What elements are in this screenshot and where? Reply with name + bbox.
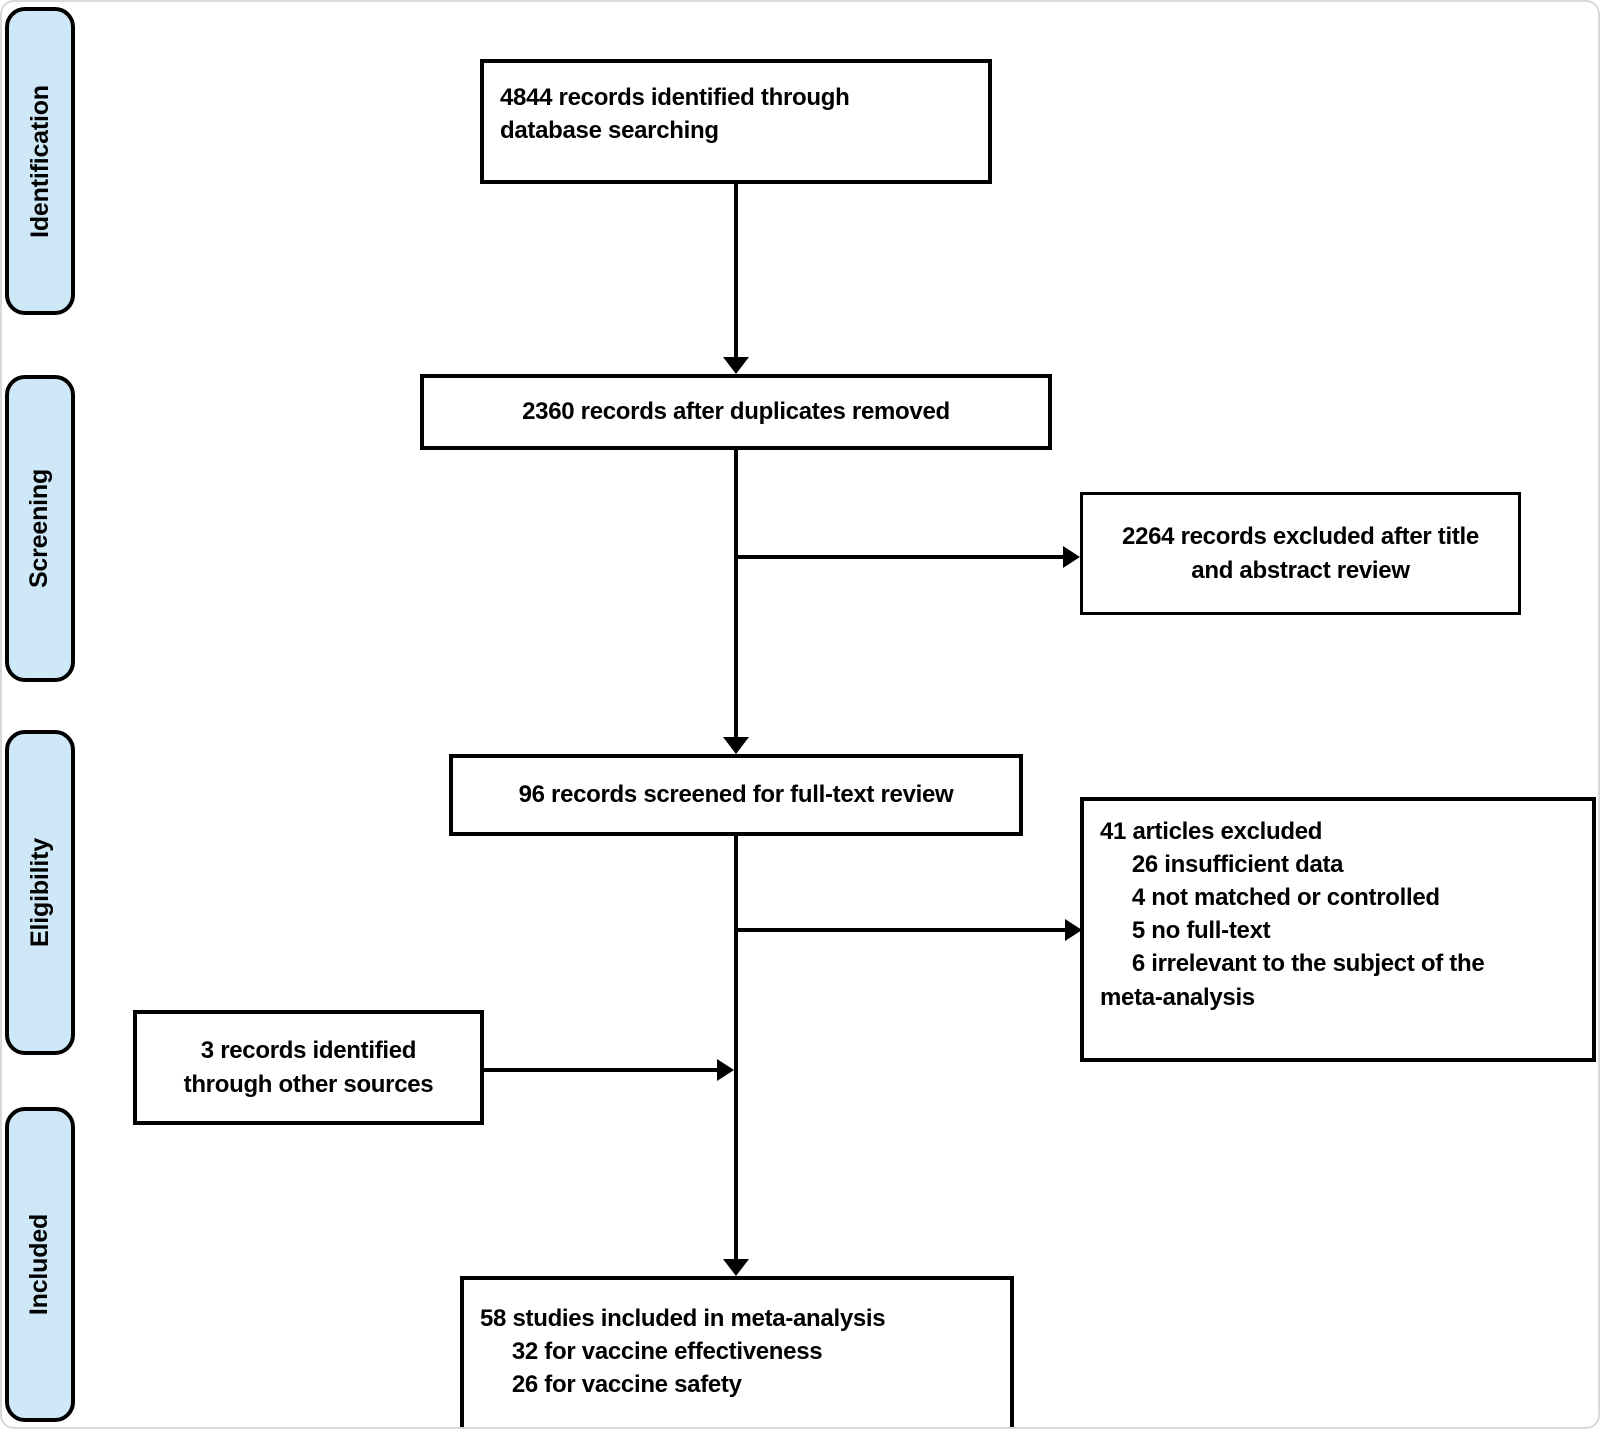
arrowhead-screened-to-included <box>723 1259 749 1276</box>
arrowhead-identified-to-duplicates <box>723 357 749 374</box>
box-records-identified: 4844 records identified through database… <box>480 59 992 184</box>
connector-other-sources-line <box>484 1068 719 1072</box>
box-excluded-title-abstract: 2264 records excluded after title and ab… <box>1080 492 1521 615</box>
stage-eligibility-label: Eligibility <box>25 838 54 947</box>
stage-identification: Identification <box>5 7 75 315</box>
connector-screened-to-included-line <box>734 836 738 1263</box>
box-articles-excluded: 41 articles excluded 26 insufficient dat… <box>1080 797 1596 1062</box>
connector-to-title-abstract-excluded-line <box>736 555 1065 559</box>
box-other-sources-text: 3 records identified through other sourc… <box>183 1037 434 1098</box>
box-excluded-title-abstract-text: 2264 records excluded after title and ab… <box>1122 523 1479 584</box>
stage-included-label: Included <box>25 1213 54 1316</box>
box-other-sources: 3 records identified through other sourc… <box>133 1010 484 1125</box>
box-fulltext-screened: 96 records screened for full-text review <box>449 754 1023 836</box>
box-included-studies-text: 58 studies included in meta-analysis 32 … <box>480 1305 886 1399</box>
stage-eligibility: Eligibility <box>5 730 75 1055</box>
box-records-identified-text: 4844 records identified through database… <box>500 84 850 145</box>
stage-screening-label: Screening <box>25 468 54 589</box>
stage-screening: Screening <box>5 375 75 682</box>
arrowhead-to-articles-excluded <box>1065 919 1082 941</box>
connector-identified-to-duplicates-line <box>734 182 738 358</box>
stage-identification-label: Identification <box>25 84 54 238</box>
arrowhead-duplicates-to-screened <box>723 737 749 754</box>
box-articles-excluded-text: 41 articles excluded 26 insufficient dat… <box>1100 818 1485 1011</box>
stage-included: Included <box>5 1107 75 1422</box>
arrowhead-to-title-abstract-excluded <box>1063 546 1080 568</box>
box-after-duplicates: 2360 records after duplicates removed <box>420 374 1052 450</box>
connector-duplicates-to-screened-line <box>734 448 738 739</box>
box-included-studies: 58 studies included in meta-analysis 32 … <box>460 1276 1014 1427</box>
box-after-duplicates-text: 2360 records after duplicates removed <box>522 398 950 426</box>
connector-to-articles-excluded-line <box>736 928 1067 932</box>
box-fulltext-screened-text: 96 records screened for full-text review <box>518 781 954 809</box>
arrowhead-other-sources <box>717 1059 734 1081</box>
